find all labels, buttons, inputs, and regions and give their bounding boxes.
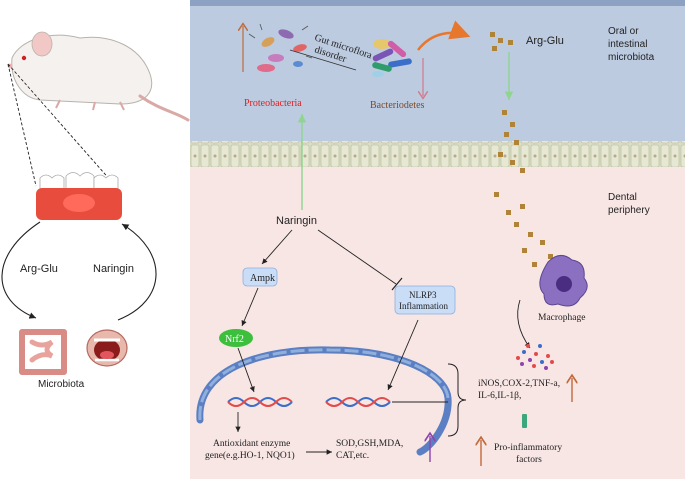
pro-inflammatory-line1: Pro-inflammatory [494,442,562,453]
ampk-label: Ampk [250,273,275,284]
dna-helix-icon-2 [325,397,391,407]
arrow-to-arg-glu [417,20,471,51]
label-arg-glu: Arg-Glu [20,263,58,275]
disorder-line [289,49,357,71]
markers-line2: CAT,etc. [336,451,369,461]
label-naringin-left: Naringin [93,263,134,275]
region-oral-line3: microbiota [608,52,655,63]
antioxidant-line2: gene(e.g.HO-1, NQO1) [205,450,295,461]
rat-icon [7,31,190,122]
nucleus-icon [196,346,452,456]
region-oral-line1: Oral or [608,26,639,37]
nlrp3-box [394,285,456,315]
arrow-to-ampk [261,229,293,265]
dashed-line-right [7,63,113,183]
proteobacteria-label: Proteobacteria [244,98,302,109]
arrow-naringin-left [117,223,157,321]
nlrp3-line1: NLRP3 [409,290,437,300]
macrophage-icon [539,255,588,307]
inhibit-bar [391,277,403,291]
arrow-nrf2-to-dna [237,347,255,393]
naringin-label: Naringin [276,215,317,227]
macrophage-label: Macrophage [538,313,585,323]
bacteria-cluster-right [372,39,412,77]
arrow-arg-glu [1,221,41,319]
microbiota-caption: Microbiota [38,379,85,390]
nrf2-label: Nrf2 [225,334,244,345]
top-border [190,0,685,6]
intestine-icon [19,329,67,375]
dna-helix-icon [227,397,293,407]
nrf2-ellipse [219,329,253,347]
brace [447,363,467,437]
arg-glu-particles [490,32,553,267]
cytokines-line1: iNOS,COX-2,TNF-a, [478,379,560,389]
arrow-to-nrf2 [241,287,259,327]
epithelium-layer [190,141,685,167]
top-band [190,0,685,145]
region-oral-line2: intestinal [608,39,647,50]
nlrp3-line2: Inflammation [399,301,448,311]
inhibit-to-nlrp3 [317,229,397,285]
protein-marker-icon [522,414,527,428]
dashed-line-left [7,63,37,187]
cytokine-dots-icon [516,344,554,370]
bacteriodetes-label: Bacteriodetes [370,100,425,111]
bacteria-icon [248,23,313,72]
markers-line1: SOD,GSH,MDA, [336,439,403,449]
pro-inflammatory-line2: factors [516,454,542,465]
arg-glu-top-label: Arg-Glu [526,35,564,47]
region-dental-line1: Dental [608,192,637,203]
teeth-gum-icon [36,172,122,220]
ampk-box [242,267,278,287]
region-dental-line2: periphery [608,205,650,216]
cytokines-line2: IL-6,IL-1β, [478,391,521,401]
arrow-nlrp3-to-dna [387,319,419,391]
open-mouth-icon [86,329,128,367]
antioxidant-line1: Antioxidant enzyme [213,439,290,449]
